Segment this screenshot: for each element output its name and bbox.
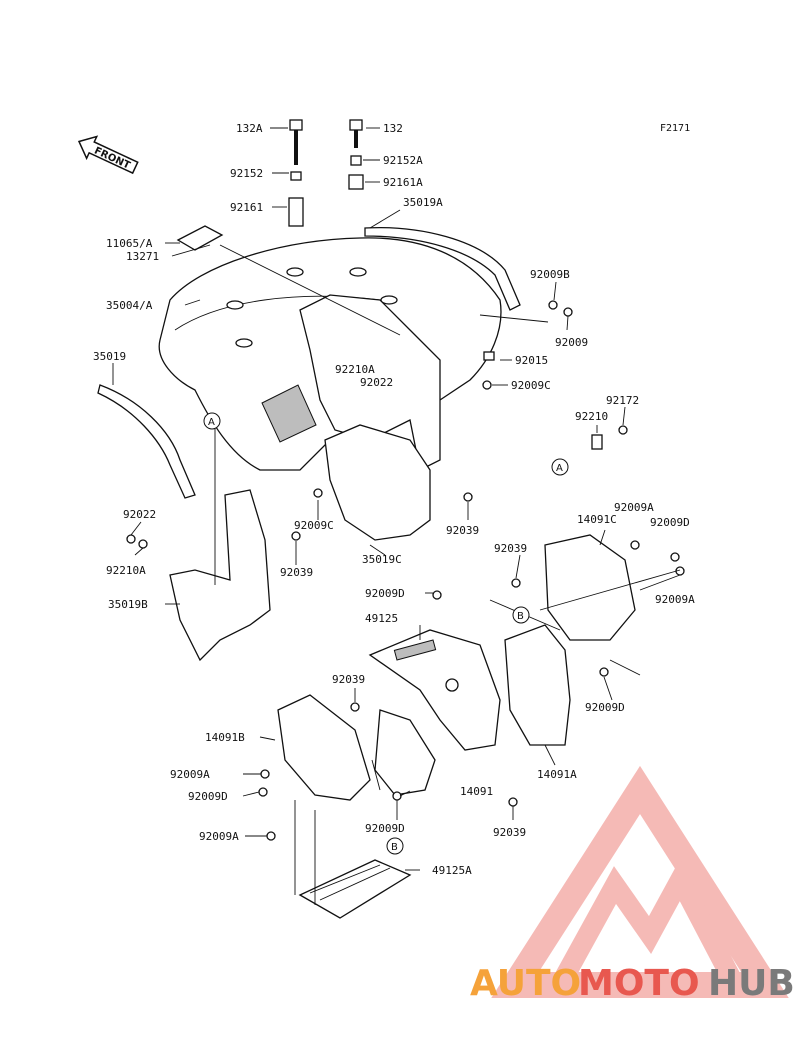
label-92172: 92172 <box>606 394 639 407</box>
label-92009D-center: 92009D <box>365 587 405 600</box>
mudguard-35019B <box>169 489 271 662</box>
front-arrow-label: FRONT <box>92 145 131 171</box>
pad-11065A <box>176 225 224 251</box>
watermark-moto: MOTO <box>578 963 700 1004</box>
label-92210: 92210 <box>575 410 608 423</box>
cover-14091C <box>544 534 636 641</box>
label-92152: 92152 <box>230 167 263 180</box>
label-92039-lower: 92039 <box>332 673 365 686</box>
cover-14091 <box>374 709 436 796</box>
guard-49125 <box>368 629 501 751</box>
label-92039-left: 92039 <box>280 566 313 579</box>
ref-marker-a1: A <box>203 412 221 430</box>
svg-text:A: A <box>208 417 215 428</box>
label-92161: 92161 <box>230 201 263 214</box>
label-92039-right: 92039 <box>494 542 527 555</box>
label-13271: 13271 <box>126 250 159 263</box>
label-92210A-mid: 92210A <box>335 363 375 376</box>
watermark-logo <box>491 765 789 998</box>
trim-strip-35019 <box>97 384 196 499</box>
label-14091C: 14091C <box>577 513 617 526</box>
label-14091A: 14091A <box>537 768 577 781</box>
label-92009C-left: 92009C <box>294 519 334 532</box>
label-92022-left: 92022 <box>123 508 156 521</box>
label-92009-top: 92009 <box>555 336 588 349</box>
label-11065A: 11065/A <box>106 237 153 250</box>
label-49125A: 49125A <box>432 864 472 877</box>
label-14091B: 14091B <box>205 731 245 744</box>
cover-14091A <box>504 624 571 746</box>
label-92009A-lowleft: 92009A <box>170 768 210 781</box>
ref-marker-b1: B <box>512 606 530 624</box>
label-92009A-bottom: 92009A <box>199 830 239 843</box>
label-92009D-bottom: 92009D <box>365 822 405 835</box>
skid-plate-49125A <box>298 859 412 919</box>
label-92009D-right: 92009D <box>585 701 625 714</box>
part-labels: 132A 132 92152 92152A 92161 92161A 35019… <box>93 122 695 877</box>
watermark-hub: HUB <box>708 963 795 1004</box>
label-92009C-right: 92009C <box>511 379 551 392</box>
label-92152A: 92152A <box>383 154 423 167</box>
ref-marker-b2: B <box>386 837 404 855</box>
label-92009A-right: 92009A <box>655 593 695 606</box>
ref-marker-a2: A <box>551 458 569 476</box>
label-35019B: 35019B <box>108 598 148 611</box>
svg-text:B: B <box>391 842 398 853</box>
watermark-auto: AUTO <box>470 963 581 1004</box>
label-35019A: 35019A <box>403 196 443 209</box>
label-92009D-lowleft: 92009D <box>188 790 228 803</box>
label-35019: 35019 <box>93 350 126 363</box>
label-14091: 14091 <box>460 785 493 798</box>
mudguard-35019C <box>324 424 431 541</box>
label-92210A-left: 92210A <box>106 564 146 577</box>
label-132: 132 <box>383 122 403 135</box>
label-92009B: 92009B <box>530 268 570 281</box>
label-92039-mid: 92039 <box>446 524 479 537</box>
label-92022-mid: 92022 <box>360 376 393 389</box>
svg-text:A: A <box>556 463 563 474</box>
label-92015: 92015 <box>515 354 548 367</box>
label-35004A: 35004/A <box>106 299 153 312</box>
leader-lines <box>112 127 681 905</box>
label-35019C: 35019C <box>362 553 402 566</box>
svg-text:B: B <box>517 611 524 622</box>
figure-code: F2171 <box>660 123 690 134</box>
label-92009A-topright: 92009A <box>614 501 654 514</box>
bolt-132-icon <box>348 119 364 190</box>
bolt-132A-icon <box>288 119 304 227</box>
front-arrow-icon: FRONT <box>77 135 139 175</box>
trim-strip-35019A <box>364 226 521 311</box>
cover-14091B <box>277 694 371 801</box>
label-92009D-topright: 92009D <box>650 516 690 529</box>
label-49125: 49125 <box>365 612 398 625</box>
label-92161A: 92161A <box>383 176 423 189</box>
label-92039-bottom: 92039 <box>493 826 526 839</box>
label-132A: 132A <box>236 122 263 135</box>
